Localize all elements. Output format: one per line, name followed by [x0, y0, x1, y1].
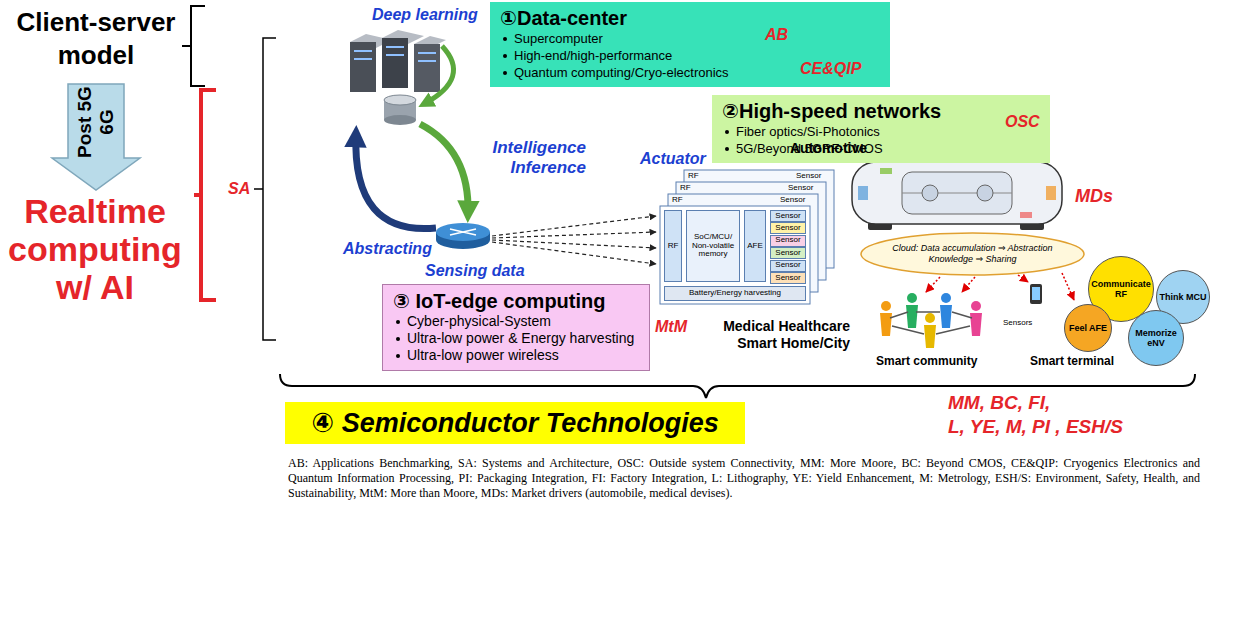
- node-text: Sensor: [775, 236, 800, 245]
- sensor-module-card: [660, 170, 834, 304]
- function-circle: Feel AFE: [1064, 304, 1112, 352]
- network-box: ②High-speed networksFiber optics/Si-Phot…: [712, 95, 1050, 163]
- abbreviation-label: OSC: [1005, 113, 1040, 131]
- bullet-text: Ultra-low power wireless: [393, 347, 639, 364]
- sensor-block: Sensor: [770, 247, 806, 259]
- rf-block: RF: [664, 210, 682, 282]
- node-text: Think MCU: [1160, 292, 1207, 302]
- heading-label: Realtime computing w/ AI: [0, 192, 190, 306]
- node-text: Sensor: [775, 212, 800, 221]
- node-text: Memorize eNV: [1129, 328, 1183, 349]
- iot-edge-box: ③ IoT-edge computingCyber-physical-Syste…: [382, 284, 650, 371]
- sensor-block: Sensor: [770, 260, 806, 272]
- module-part-label: RF: [688, 171, 699, 181]
- node-text: ④ Semiconductor Technologies: [311, 407, 718, 439]
- abbreviation-label: CE&QIP: [800, 60, 861, 78]
- application-label: Smart community: [876, 354, 977, 368]
- node-text: Feel AFE: [1069, 323, 1107, 333]
- heading-label: Client-server model: [0, 6, 192, 71]
- node-text: Communicate RF: [1089, 279, 1153, 300]
- abbreviation-label: SA: [228, 180, 250, 198]
- application-label: Automotive: [790, 140, 867, 156]
- bullet-text: Ultra-low power & Energy harvesting: [393, 330, 639, 347]
- abbreviation-label: L, YE, M, PI , ESH/S: [948, 416, 1123, 438]
- node-text: Cloud: Data accumulation ⇒ Abstraction K…: [874, 243, 1071, 265]
- cloud-outline: [861, 233, 1084, 275]
- sensor-block: Sensor: [770, 235, 806, 247]
- bullet-text: 5G/Beyond 5GRF-CMOS: [722, 140, 1040, 157]
- phone-icon: [1030, 284, 1042, 304]
- abbreviation-label: MDs: [1075, 186, 1113, 207]
- node-text: Sensor: [775, 274, 800, 283]
- cycle-arrow: [424, 46, 454, 104]
- bullet-text: Cyber-physical-System: [393, 313, 639, 330]
- abbreviation-label: MM, BC, FI,: [948, 392, 1050, 414]
- caption-text: AB: Applications Benchmarking, SA: Syste…: [288, 456, 1200, 501]
- data-center-image: [350, 30, 446, 92]
- technology-box: ④ Semiconductor Technologies: [285, 402, 745, 444]
- node-text: RF: [668, 242, 679, 251]
- cycle-arrow: [420, 124, 468, 214]
- brace: [280, 374, 1195, 398]
- abbreviation-label: MtM: [655, 318, 687, 336]
- module-part-label: RF: [680, 183, 691, 193]
- sensor-block: Sensor: [770, 272, 806, 284]
- cycle-arrow: [356, 134, 436, 229]
- soc-block: SoC/MCU/ Non-volatile memory: [686, 210, 740, 282]
- bracket: [182, 6, 205, 86]
- stage-label: Intelligence Inference: [478, 138, 586, 179]
- node-text: Sensor: [775, 261, 800, 270]
- afe-block: AFE: [744, 210, 766, 282]
- node-text: Sensor: [775, 224, 800, 233]
- module-part-label: Sensor: [788, 183, 813, 193]
- bullet-text: Fiber optics/Si-Photonics: [722, 123, 1040, 140]
- people-image: [880, 293, 982, 348]
- stage-label: Actuator: [640, 150, 706, 168]
- node-text: SoC/MCU/ Non-volatile memory: [688, 233, 738, 259]
- car-image: [852, 156, 1062, 230]
- database-icon: [384, 95, 416, 125]
- module-part-label: Sensor: [796, 171, 821, 181]
- abbreviation-label: AB: [765, 26, 788, 44]
- down-arrow: [52, 84, 140, 190]
- arrow-label: Post 5G 6G: [74, 80, 118, 164]
- node-text: Battery/Energy harvesting: [689, 289, 781, 298]
- data-line: [492, 216, 656, 264]
- function-circle: Memorize eNV: [1128, 310, 1184, 366]
- module-part-label: Sensor: [780, 195, 805, 205]
- sensor-block: Sensor: [770, 210, 806, 222]
- node-text: ②High-speed networks: [722, 99, 1040, 123]
- node-text: Sensor: [775, 249, 800, 258]
- bullet-text: Supercomputer: [500, 30, 880, 47]
- stage-label: Deep learning: [372, 6, 478, 24]
- node-text: AFE: [747, 242, 763, 251]
- battery-block: Battery/Energy harvesting: [664, 286, 806, 301]
- node-text: ③ IoT-edge computing: [393, 289, 639, 313]
- bracket: [254, 38, 276, 340]
- module-part-label: RF: [672, 195, 683, 205]
- stage-label: Abstracting: [343, 240, 432, 258]
- application-label: Medical Healthcare Smart Home/City: [698, 318, 850, 352]
- router-icon: [436, 223, 490, 249]
- icon-label: Sensors: [1003, 318, 1032, 328]
- cloud-ellipse: Cloud: Data accumulation ⇒ Abstraction K…: [860, 232, 1085, 276]
- sensor-block: Sensor: [770, 222, 806, 234]
- application-label: Smart terminal: [1030, 354, 1114, 368]
- stage-label: Sensing data: [425, 262, 525, 280]
- node-text: ①Data-center: [500, 6, 880, 30]
- bracket: [194, 90, 216, 300]
